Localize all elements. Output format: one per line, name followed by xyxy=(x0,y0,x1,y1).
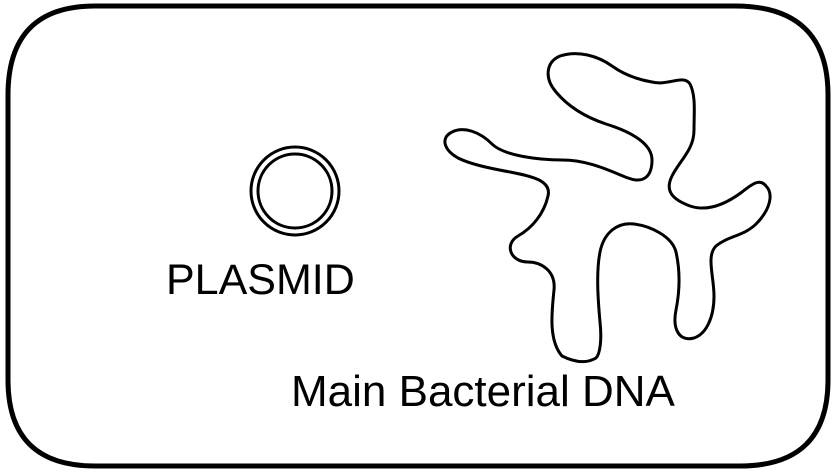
plasmid-outer-ring xyxy=(251,147,339,235)
plasmid-ring xyxy=(251,147,339,235)
main-bacterial-dna-label: Main Bacterial DNA xyxy=(291,370,675,414)
plasmid-label: PLASMID xyxy=(166,259,355,302)
bacterial-chromosome-strand xyxy=(445,54,770,362)
plasmid-inner-ring xyxy=(258,154,332,228)
